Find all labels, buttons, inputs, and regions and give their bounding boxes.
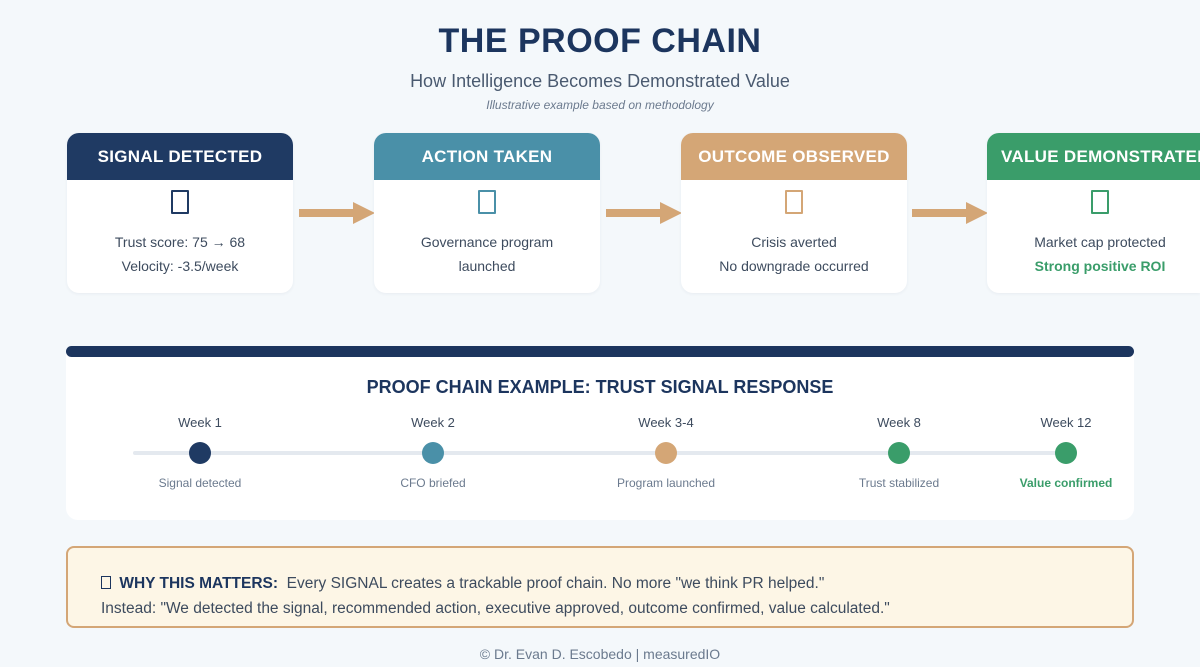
why-heading: WHY THIS MATTERS: bbox=[119, 575, 279, 592]
timeline-dot bbox=[888, 442, 910, 464]
document-icon bbox=[478, 190, 496, 214]
why-text: Instead: "We detected the signal, recomm… bbox=[101, 600, 890, 617]
card-signal-detected: SIGNAL DETECTED Trust score: 75 → 68 Vel… bbox=[67, 133, 293, 293]
timeline-week: Week 1 bbox=[178, 415, 222, 430]
document-icon bbox=[171, 190, 189, 214]
page-subtitle: How Intelligence Becomes Demonstrated Va… bbox=[410, 71, 790, 91]
methodology-note: Illustrative example based on methodolog… bbox=[486, 98, 714, 112]
page-title: THE PROOF CHAIN bbox=[438, 22, 762, 60]
card-value-demonstrated: VALUE DEMONSTRATED Market cap protected … bbox=[987, 133, 1200, 293]
card-line: No downgrade occurred bbox=[719, 258, 869, 274]
timeline-dot bbox=[655, 442, 677, 464]
timeline-dot bbox=[189, 442, 211, 464]
card-header: SIGNAL DETECTED bbox=[67, 133, 293, 180]
card-outcome-observed: OUTCOME OBSERVED Crisis averted No downg… bbox=[681, 133, 907, 293]
card-line: Trust score: 75 → 68 bbox=[114, 234, 246, 250]
card-header: OUTCOME OBSERVED bbox=[681, 133, 907, 180]
timeline-week: Week 12 bbox=[1040, 415, 1092, 430]
timeline-dot bbox=[422, 442, 444, 464]
card-line: launched bbox=[458, 258, 516, 274]
timeline-label: Trust stabilized bbox=[858, 476, 940, 490]
card-line: Governance program bbox=[420, 234, 554, 250]
timeline-title: PROOF CHAIN EXAMPLE: TRUST SIGNAL RESPON… bbox=[366, 377, 834, 397]
timeline-week: Week 2 bbox=[411, 415, 455, 430]
footer-copyright: © Dr. Evan D. Escobedo | measuredIO bbox=[479, 646, 721, 662]
timeline-label-highlight: Value confirmed bbox=[1019, 476, 1113, 490]
card-line: Crisis averted bbox=[751, 234, 837, 250]
timeline-label: CFO briefed bbox=[400, 476, 466, 490]
document-icon bbox=[785, 190, 803, 214]
arrow-right-icon bbox=[299, 202, 375, 224]
timeline-dot bbox=[1055, 442, 1077, 464]
why-this-matters-box: WHY THIS MATTERS: Every SIGNAL creates a… bbox=[66, 546, 1134, 628]
card-line: Velocity: -3.5/week bbox=[121, 258, 239, 274]
document-icon bbox=[1091, 190, 1109, 214]
timeline-panel-bar bbox=[66, 346, 1134, 357]
timeline-week: Week 8 bbox=[877, 415, 921, 430]
timeline-panel bbox=[66, 353, 1134, 520]
why-text: Every SIGNAL creates a trackable proof c… bbox=[286, 575, 825, 592]
card-line: Market cap protected bbox=[1034, 234, 1166, 250]
timeline-label: Signal detected bbox=[158, 476, 242, 490]
card-header: VALUE DEMONSTRATED bbox=[987, 133, 1200, 180]
arrow-right-icon bbox=[606, 202, 682, 224]
timeline-label: Program launched bbox=[616, 476, 716, 490]
timeline-track bbox=[133, 451, 1066, 455]
document-icon bbox=[101, 576, 111, 589]
card-header: ACTION TAKEN bbox=[374, 133, 600, 180]
timeline-week: Week 3-4 bbox=[638, 415, 694, 430]
card-action-taken: ACTION TAKEN Governance program launched bbox=[374, 133, 600, 293]
card-line-highlight: Strong positive ROI bbox=[1034, 258, 1166, 274]
arrow-right-icon bbox=[912, 202, 988, 224]
